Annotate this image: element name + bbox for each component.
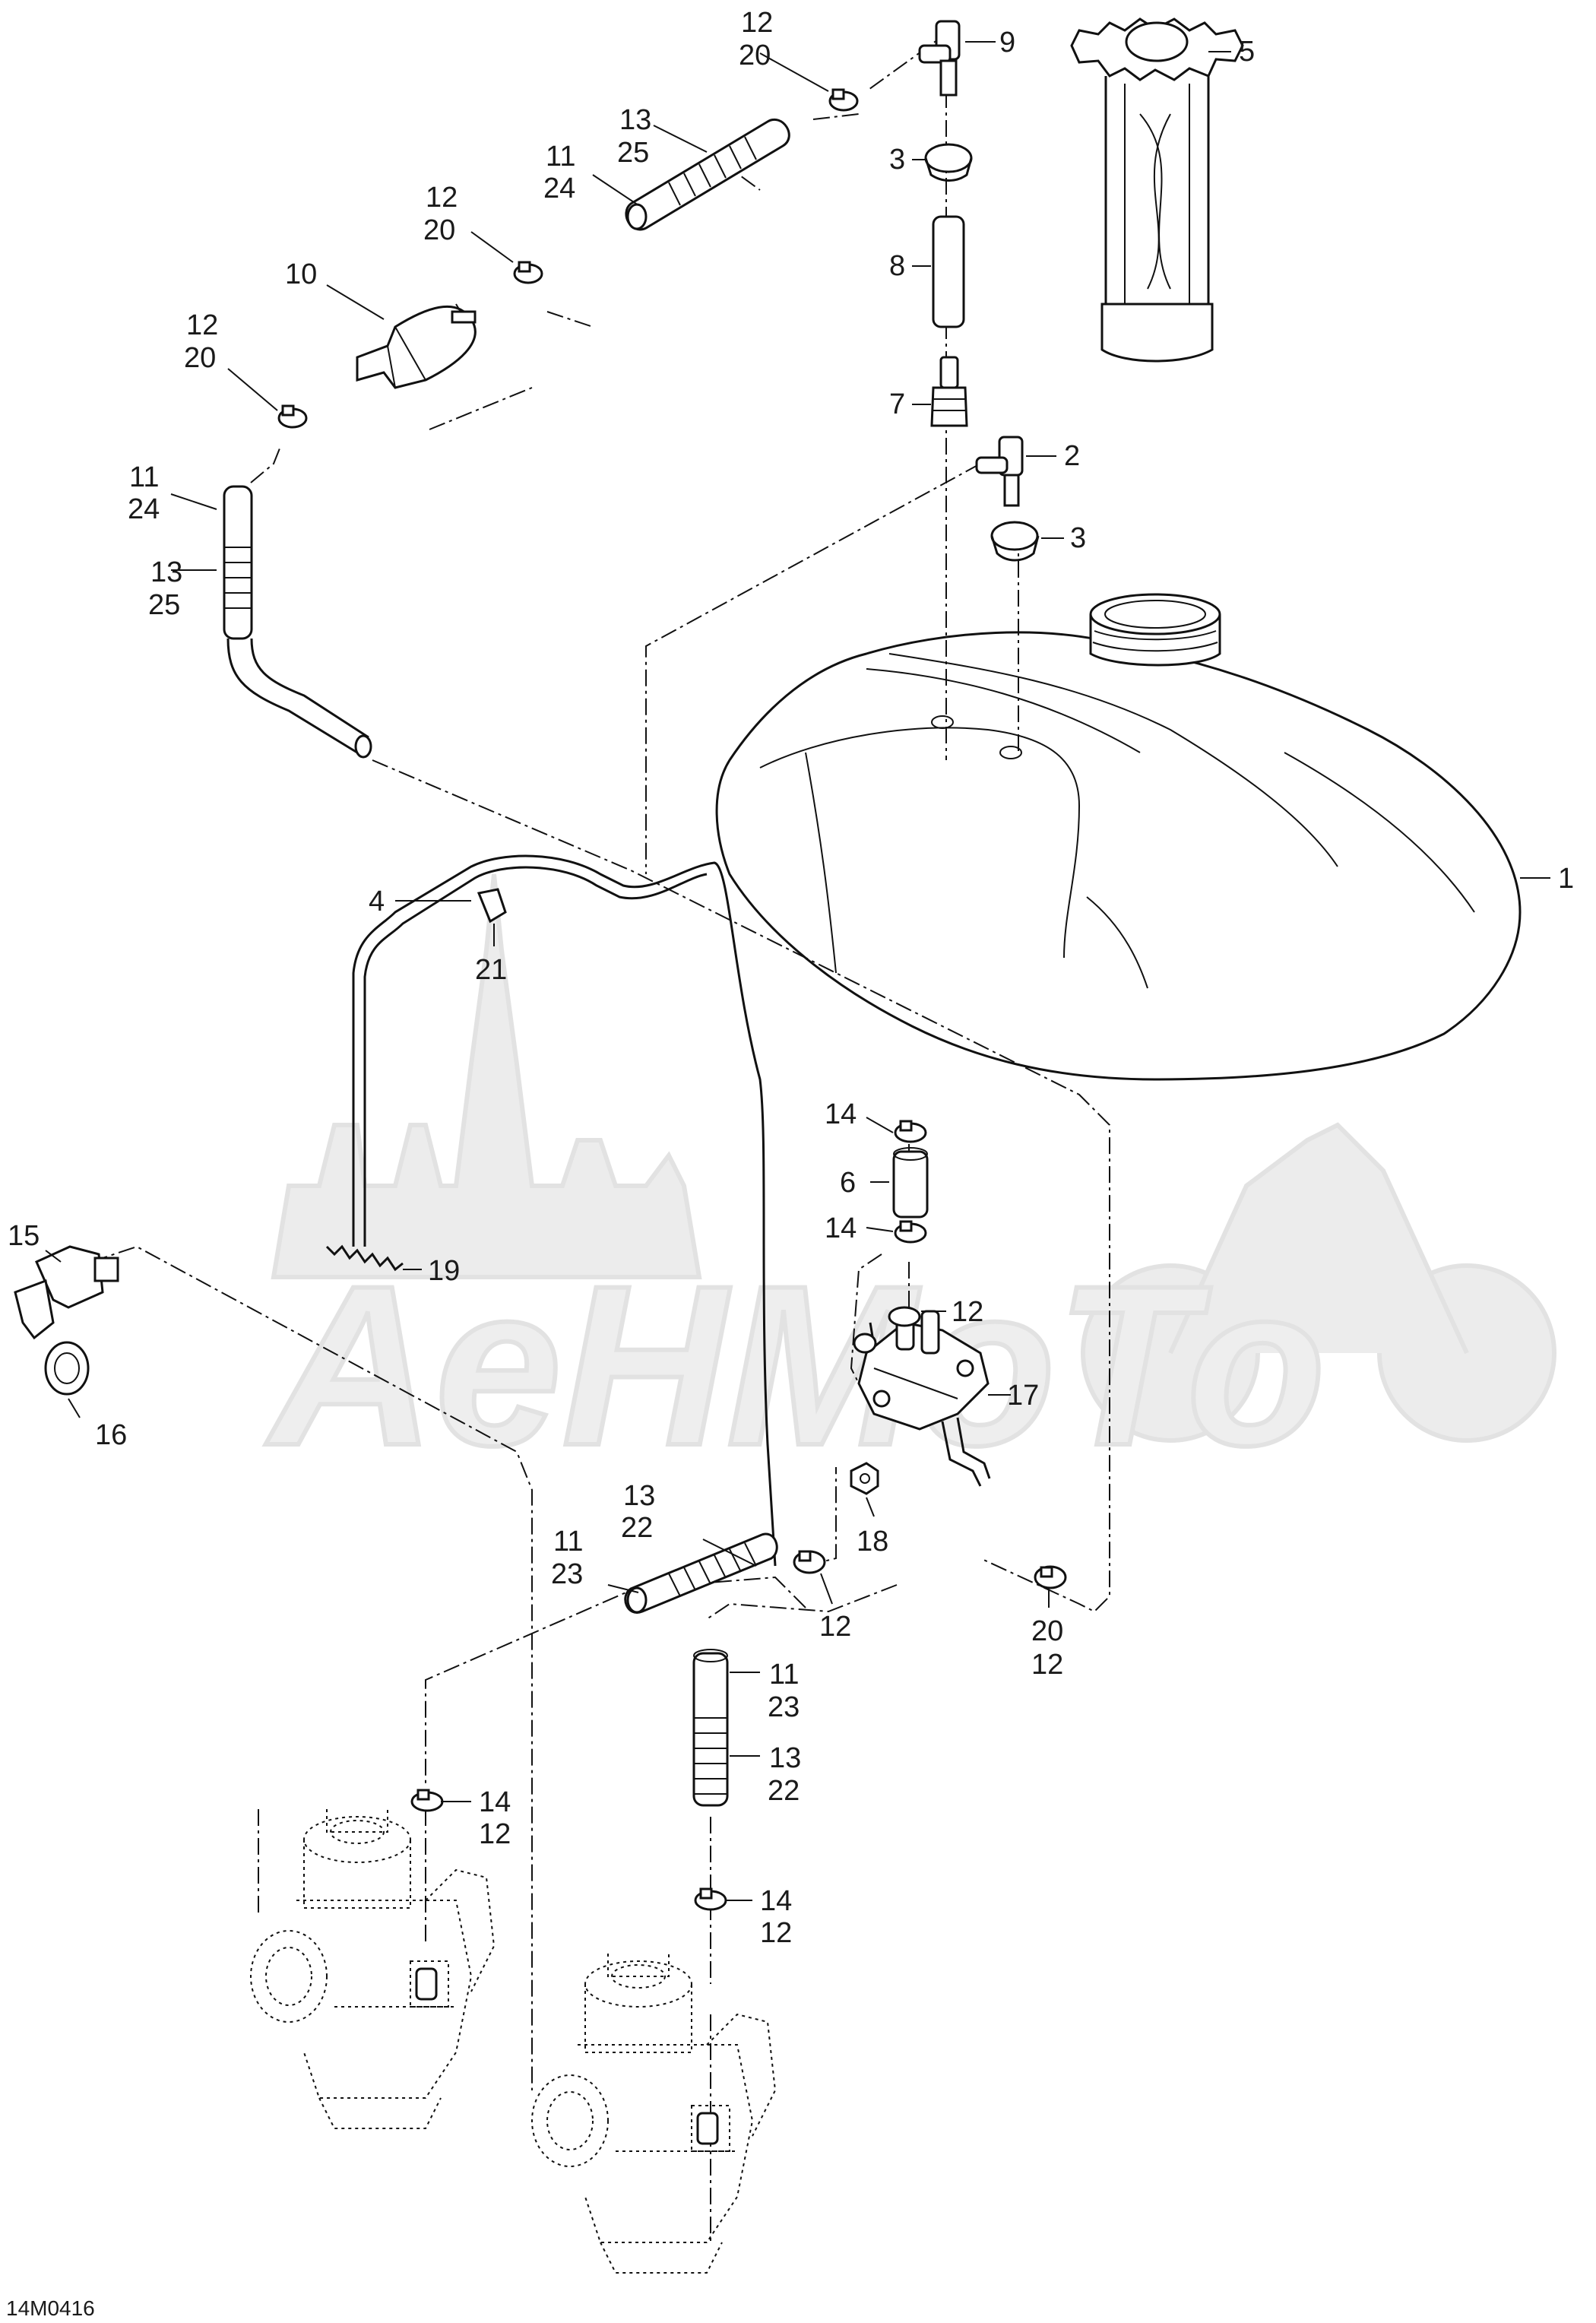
callout-21: 21	[475, 954, 507, 986]
callout-11: 11	[769, 1659, 799, 1691]
callout-23: 23	[551, 1558, 583, 1590]
reference-code: 14M0416	[6, 2296, 95, 2320]
callout-labels: 9 5 12 20 13 25 3 11 24 12 20 8 10 12 20…	[8, 7, 1574, 1949]
callout-24: 24	[543, 173, 575, 204]
callout-13: 13	[769, 1742, 801, 1774]
callout-22: 22	[621, 1512, 653, 1544]
callout-12: 12	[426, 182, 458, 214]
fuel-tank	[715, 593, 1522, 1081]
callout-17: 17	[1007, 1380, 1039, 1412]
watermark-castle	[271, 873, 702, 1279]
callout-1: 1	[1558, 863, 1574, 895]
hose-clamp-14-right	[694, 1887, 727, 1911]
hose-clamp-top-1	[828, 88, 859, 112]
callout-24: 24	[128, 493, 160, 525]
hose-clamp-top-3	[277, 404, 308, 429]
fuel-valve-knob	[14, 1245, 119, 1340]
hose-upper	[625, 119, 790, 231]
grommet-tank	[990, 521, 1040, 562]
callout-2: 2	[1064, 440, 1080, 472]
callout-16: 16	[95, 1419, 127, 1451]
tee-fitting-top	[918, 20, 961, 97]
hose-clamp-14-left	[410, 1789, 444, 1812]
callout-23: 23	[768, 1691, 800, 1723]
callout-14: 14	[825, 1098, 857, 1130]
callout-8: 8	[889, 250, 905, 282]
callout-20: 20	[184, 342, 216, 374]
fuel-line-rod	[352, 854, 777, 1567]
callout-12: 12	[819, 1611, 851, 1643]
callout-6: 6	[840, 1167, 856, 1199]
fuel-pump	[857, 1310, 991, 1487]
hose-clamp-6-lower	[894, 1220, 927, 1244]
callout-13: 13	[619, 104, 651, 136]
hose-clamp-6-upper	[894, 1120, 927, 1143]
callout-4: 4	[369, 886, 385, 917]
callout-25: 25	[617, 137, 649, 169]
hose-lower-diagonal	[624, 1532, 778, 1614]
fuel-level-sender	[1070, 17, 1244, 363]
callout-15: 15	[8, 1220, 40, 1252]
carburetor-left	[250, 1809, 496, 2129]
hose-clamp-20-right	[1034, 1565, 1067, 1589]
callout-20: 20	[1031, 1615, 1063, 1647]
callout-25: 25	[148, 589, 180, 621]
leader-lines	[45, 41, 1550, 1901]
callout-13: 13	[150, 556, 182, 588]
callout-12: 12	[760, 1917, 792, 1949]
callout-13: 13	[623, 1480, 655, 1512]
seal-ring	[44, 1341, 90, 1396]
callout-22: 22	[768, 1775, 800, 1807]
vent-tube	[932, 215, 965, 328]
callout-5: 5	[1239, 36, 1255, 68]
watermark-motorcycle	[1081, 1122, 1556, 1443]
grommet-top	[924, 143, 973, 182]
hose-clamp-pump	[888, 1306, 921, 1327]
watermark-text: AeHMoTo	[263, 1238, 1325, 1493]
callout-11: 11	[546, 141, 575, 173]
fuel-filter	[356, 303, 477, 389]
carburetor-right	[531, 1954, 777, 2274]
tee-fitting-tank	[975, 436, 1024, 507]
hose-left-vertical	[223, 485, 372, 759]
spring	[325, 1244, 404, 1272]
nut	[850, 1462, 879, 1495]
clamp-17-side	[853, 1333, 877, 1354]
callout-12: 12	[741, 7, 773, 39]
hose-clamp-12-mid	[793, 1550, 826, 1574]
callout-12: 12	[479, 1818, 511, 1850]
callout-9: 9	[999, 27, 1015, 59]
callout-10: 10	[285, 258, 317, 290]
short-hose	[892, 1147, 929, 1219]
hose-clamp-top-2	[513, 261, 543, 284]
callout-3: 3	[889, 144, 905, 176]
callout-14: 14	[479, 1786, 511, 1818]
callout-18: 18	[857, 1526, 888, 1558]
check-valve	[930, 356, 968, 427]
callout-12: 12	[186, 309, 218, 341]
callout-19: 19	[428, 1255, 460, 1287]
callout-14: 14	[760, 1885, 792, 1917]
callout-14: 14	[825, 1212, 857, 1244]
callout-3: 3	[1070, 522, 1086, 554]
callout-11: 11	[553, 1526, 583, 1558]
callout-20: 20	[423, 214, 455, 246]
callout-7: 7	[889, 388, 905, 420]
hose-lower-vertical	[692, 1649, 729, 1807]
callout-12: 12	[1031, 1649, 1063, 1681]
callout-11: 11	[129, 461, 159, 493]
callout-12: 12	[952, 1296, 983, 1328]
callout-20: 20	[739, 40, 771, 71]
hose-clip	[477, 888, 507, 924]
